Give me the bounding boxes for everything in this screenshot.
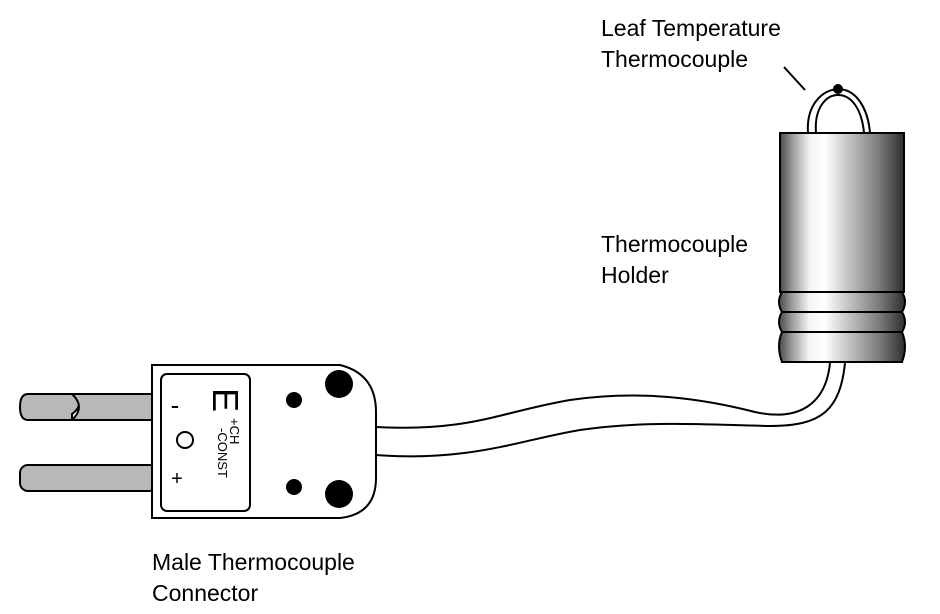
label-line: Holder (601, 262, 669, 288)
leaf-label-leader (783, 66, 806, 91)
thermocouple-holder (778, 132, 906, 363)
pin-negative-shaft (69, 393, 157, 421)
thermocouple-junction (833, 84, 843, 94)
screw-bottom-small (286, 479, 302, 495)
connector-pins (18, 393, 158, 492)
label-line: Thermocouple (601, 231, 749, 257)
connector-label-panel (160, 373, 251, 512)
polarity-ring-icon (176, 431, 194, 449)
pin-minus-symbol: - (171, 390, 180, 420)
male-thermocouple-connector-label: Male Thermocouple Connector (152, 547, 355, 609)
wire-positive-label: +CH (227, 418, 242, 444)
label-line: Thermocouple (601, 46, 749, 72)
label-line: Connector (152, 580, 259, 606)
thermocouple-cable (375, 362, 846, 458)
leaf-temperature-thermocouple-label: Leaf Temperature Thermocouple (601, 13, 781, 75)
screw-top-small (286, 392, 302, 408)
pin-positive (19, 464, 158, 492)
holder-ring-2 (778, 311, 906, 333)
thermocouple-type-letter: E (205, 388, 246, 412)
label-line: Male Thermocouple (152, 549, 355, 575)
screw-bottom-large (325, 480, 353, 508)
thermocouple-holder-label: Thermocouple Holder (601, 229, 748, 291)
connector-screws (286, 370, 353, 508)
screw-top-large (325, 370, 353, 398)
leaf-thermocouple-wire (806, 87, 871, 134)
pin-plus-symbol: + (171, 468, 183, 490)
wire-negative-label: -CONST (215, 428, 230, 478)
holder-ring-1 (778, 291, 906, 313)
holder-ring-3 (778, 331, 906, 363)
holder-body (779, 132, 905, 293)
label-line: Leaf Temperature (601, 15, 781, 41)
